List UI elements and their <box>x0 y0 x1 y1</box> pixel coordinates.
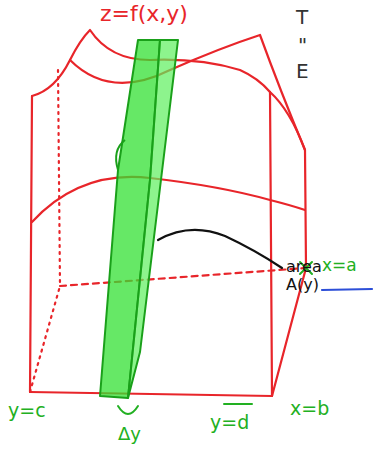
cut-text: E <box>296 60 309 82</box>
bound-label: x=b <box>290 398 329 419</box>
surface-equation: z=f(x,y) <box>100 2 188 26</box>
bound-label: y=d <box>210 412 249 433</box>
cut-text: T <box>296 6 308 28</box>
bound-label: x=a <box>322 256 357 275</box>
bound-label: y=c <box>8 400 46 421</box>
cut-text: " <box>298 34 307 56</box>
thickness-label: Δy <box>118 424 141 444</box>
